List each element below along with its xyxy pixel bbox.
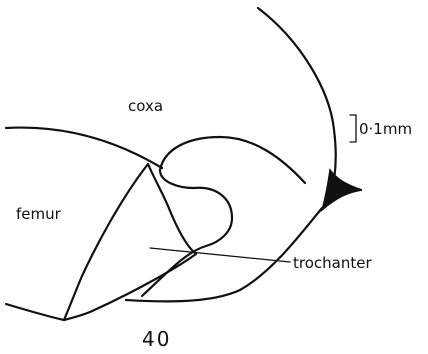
trochanter-outline xyxy=(62,162,198,322)
trochanter-label: trochanter xyxy=(293,254,372,272)
femur-upper-outline xyxy=(4,126,164,170)
coxa-lower-outline xyxy=(124,206,324,303)
coxa-inner-outline xyxy=(140,135,307,298)
figure-number: 40 xyxy=(142,327,171,351)
trochanter-leader-line xyxy=(149,247,291,263)
scale-bar-label: 0·1mm xyxy=(359,120,412,138)
femur-lower-outline xyxy=(4,302,66,322)
coxa-condyle xyxy=(320,168,363,213)
femur-label: femur xyxy=(16,205,62,223)
coxa-label: coxa xyxy=(128,97,163,115)
scale-bar xyxy=(349,114,357,143)
femur-distal-outline xyxy=(62,162,150,322)
coxa-outer-outline xyxy=(256,6,337,202)
